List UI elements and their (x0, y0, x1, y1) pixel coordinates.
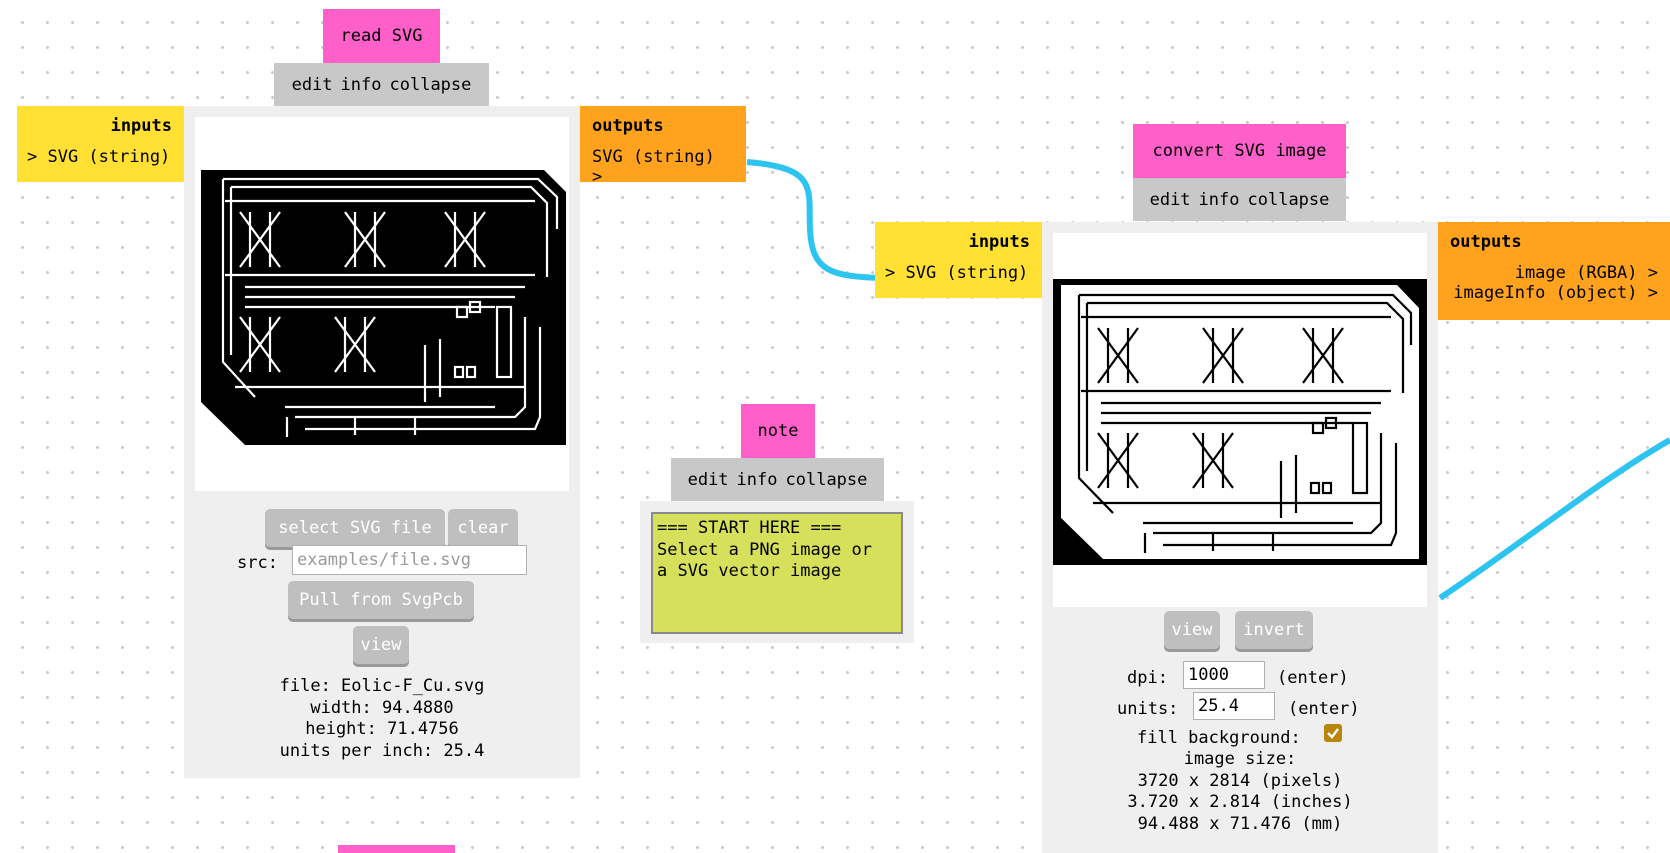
note-textarea[interactable]: === START HERE === Select a PNG image or… (651, 512, 903, 634)
convert-svg-preview (1053, 233, 1427, 607)
units-enter-hint: (enter) (1288, 699, 1360, 719)
invert-label: invert (1243, 620, 1305, 640)
src-input[interactable]: examples/file.svg (292, 545, 527, 575)
convert-svg-inputs-header: inputs (968, 232, 1030, 252)
imageinfo-output-port[interactable]: imageInfo (object) > (1453, 283, 1658, 303)
src-label: src: (237, 553, 278, 573)
convert-svg-view-button[interactable]: view (1164, 611, 1220, 649)
image-size-label: image size: (1183, 749, 1297, 769)
pull-from-svgpcb-button[interactable]: Pull from SvgPcb (288, 581, 474, 619)
convert-svg-inputs: inputs > SVG (string) (875, 222, 1042, 298)
read-svg-title-text: read SVG (340, 26, 423, 46)
read-svg-input-svg-port[interactable]: > SVG (string) (27, 147, 171, 167)
read-svg-view-label: view (360, 635, 402, 655)
note-title[interactable]: note (741, 404, 815, 458)
src-placeholder: examples/file.svg (297, 550, 471, 570)
convert-svg-outputs-header: outputs (1450, 232, 1522, 252)
invert-button[interactable]: invert (1235, 611, 1313, 649)
convert-svg-title-text: convert SVG image (1152, 141, 1327, 161)
units-value: 25.4 (1198, 696, 1239, 716)
dpi-input[interactable]: 1000 (1183, 661, 1265, 689)
convert-svg-input-svg-port[interactable]: > SVG (string) (885, 263, 1029, 283)
note-info[interactable]: info (736, 469, 778, 490)
convert-svg-action-bar: edit info collapse (1133, 178, 1346, 221)
convert-svg-info[interactable]: info (1198, 189, 1240, 210)
convert-svg-outputs: outputs image (RGBA) > imageInfo (object… (1438, 222, 1670, 320)
note-collapse[interactable]: collapse (785, 469, 868, 490)
dpi-enter-hint: (enter) (1277, 668, 1349, 688)
convert-svg-title[interactable]: convert SVG image (1133, 124, 1346, 178)
convert-svg-edit[interactable]: edit (1149, 189, 1191, 210)
file-name-text: file: Eolic-F_Cu.svg (279, 676, 485, 696)
note-title-text: note (757, 421, 799, 441)
pcb-preview-image (201, 170, 566, 445)
select-svg-file-button[interactable]: select SVG file (265, 509, 445, 547)
read-svg-inputs: inputs > SVG (string) (17, 106, 184, 182)
size-mm-text: 94.488 x 71.476 (mm) (1137, 813, 1343, 834)
dpi-value: 1000 (1188, 665, 1229, 685)
read-svg-outputs: outputs SVG (string) > (580, 106, 746, 187)
dpi-label: dpi: (1127, 668, 1168, 688)
image-rgba-output-port[interactable]: image (RGBA) > (1514, 263, 1658, 283)
read-svg-view-button[interactable]: view (353, 626, 409, 664)
converted-image-preview (1053, 279, 1427, 565)
convert-svg-view-label: view (1171, 620, 1213, 640)
clear-button[interactable]: clear (448, 509, 518, 547)
read-svg-preview (195, 117, 569, 491)
wire-convert-out[interactable] (1438, 437, 1670, 601)
width-text: width: 94.4880 (310, 697, 454, 718)
note-panel: === START HERE === Select a PNG image or… (640, 501, 914, 643)
image-size-block: image size: 3720 x 2814 (pixels) 3.720 x… (1042, 749, 1438, 835)
read-svg-collapse[interactable]: collapse (389, 74, 472, 95)
note-edit[interactable]: edit (687, 469, 729, 490)
note-action-bar: edit info collapse (671, 458, 884, 501)
read-svg-inputs-header: inputs (110, 116, 172, 136)
read-svg-outputs-header: outputs (592, 116, 664, 136)
read-svg-info-block: file: Eolic-F_Cu.svg width: 94.4880 heig… (184, 676, 580, 762)
partial-node-title[interactable] (338, 845, 455, 853)
select-svg-file-label: select SVG file (278, 518, 432, 538)
units-per-inch-text: units per inch: 25.4 (279, 740, 485, 761)
height-text: height: 71.4756 (305, 719, 459, 739)
units-input[interactable]: 25.4 (1193, 692, 1275, 720)
check-icon (1327, 728, 1339, 739)
convert-svg-collapse[interactable]: collapse (1247, 189, 1330, 210)
fill-background-checkbox[interactable] (1324, 724, 1342, 742)
fill-background-label: fill background: (1137, 728, 1301, 748)
read-svg-info[interactable]: info (340, 74, 382, 95)
size-pixels-text: 3720 x 2814 (pixels) (1137, 770, 1343, 791)
read-svg-title[interactable]: read SVG (323, 9, 440, 63)
size-inches-text: 3.720 x 2.814 (inches) (1127, 792, 1353, 812)
convert-svg-panel: view invert dpi: 1000 (enter) units: 25.… (1042, 222, 1438, 853)
read-svg-output-svg-port[interactable]: SVG (string) > (592, 147, 715, 187)
read-svg-panel: select SVG file clear src: examples/file… (184, 106, 580, 778)
pull-from-svgpcb-label: Pull from SvgPcb (299, 590, 463, 610)
clear-label: clear (457, 518, 509, 538)
read-svg-edit[interactable]: edit (291, 74, 333, 95)
wire-read-to-convert[interactable] (746, 159, 881, 281)
units-label: units: (1117, 699, 1179, 719)
read-svg-action-bar: edit info collapse (274, 63, 489, 106)
